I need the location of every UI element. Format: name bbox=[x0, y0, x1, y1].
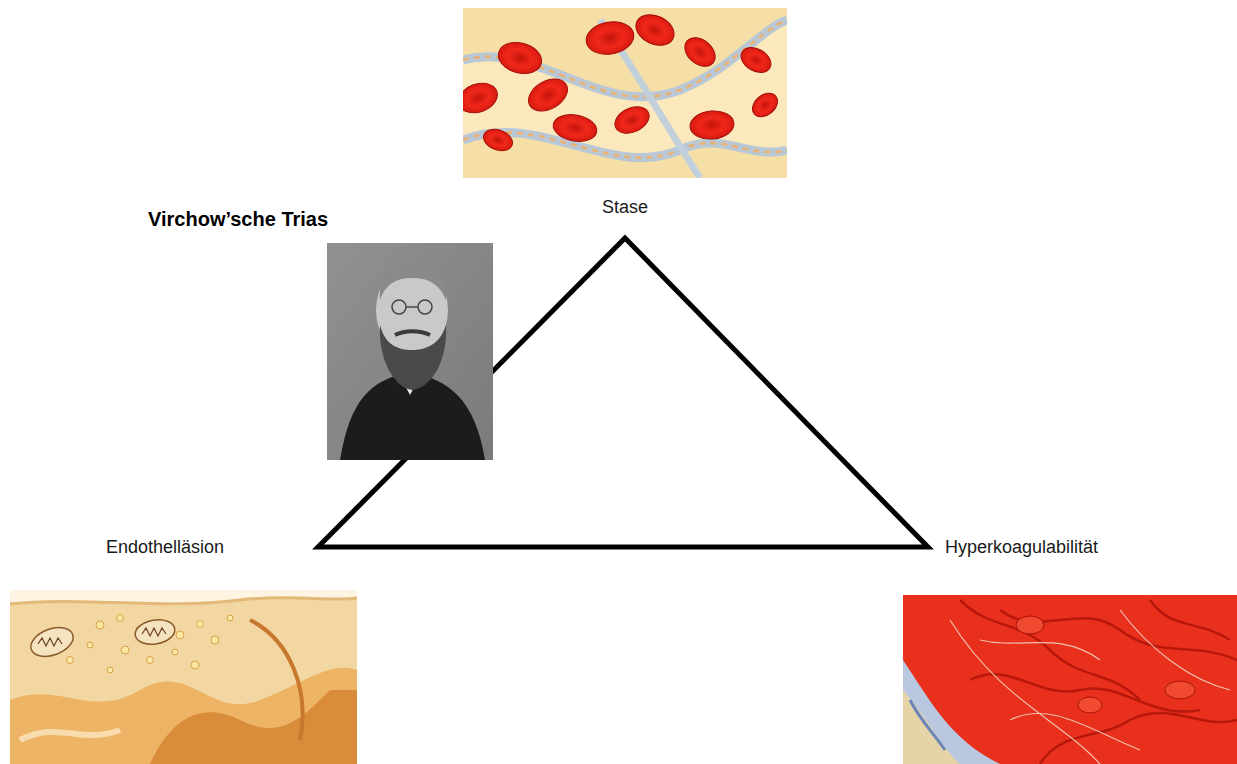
diagram-title: Virchow’sche Trias bbox=[148, 207, 328, 231]
vertex-label: Endothelläsion bbox=[106, 537, 224, 559]
stasis-image bbox=[463, 8, 787, 178]
triad-triangle bbox=[318, 238, 928, 547]
endothelium-image bbox=[10, 590, 357, 764]
vertex-label: Stase bbox=[602, 197, 648, 219]
vertex-label: Hyperkoagulabilität bbox=[945, 537, 1098, 559]
coagulation-image bbox=[903, 595, 1237, 764]
virchow-portrait bbox=[327, 243, 493, 460]
